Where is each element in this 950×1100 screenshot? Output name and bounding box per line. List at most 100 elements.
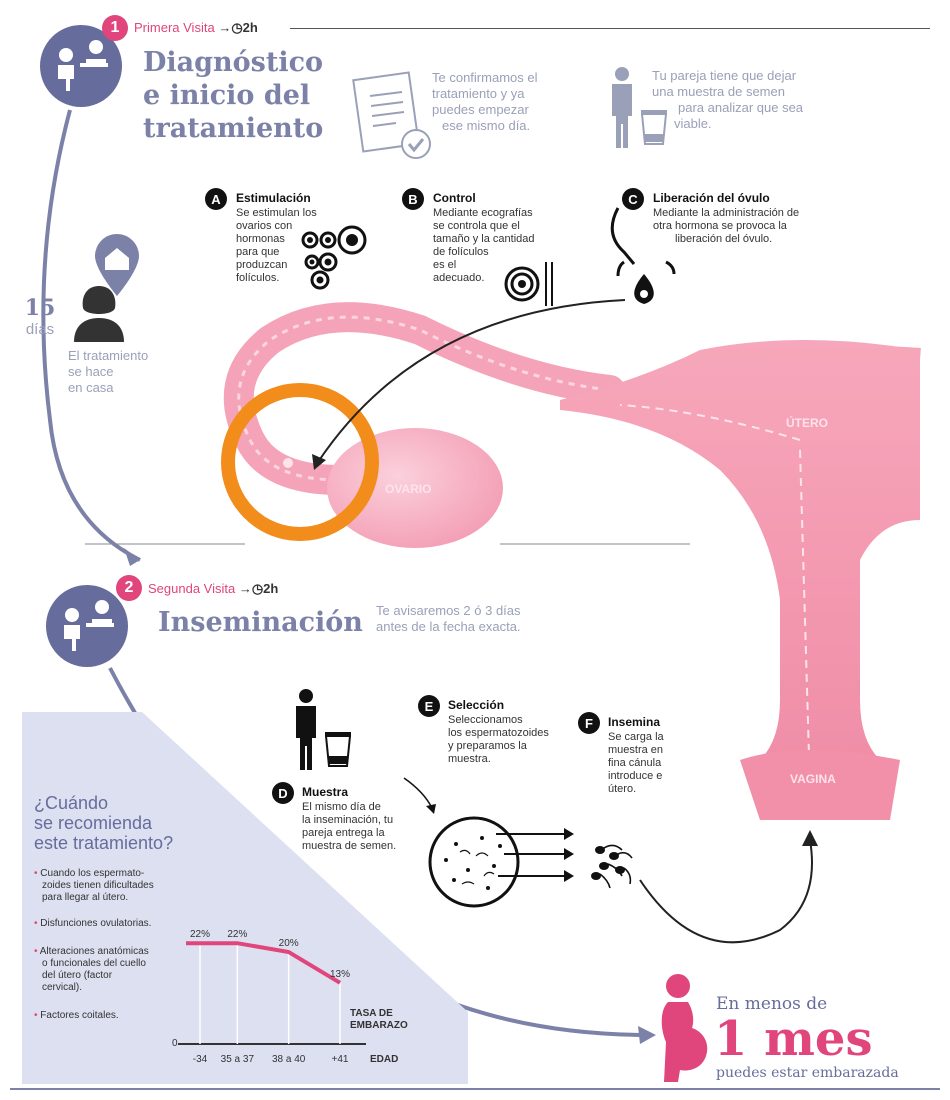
c-line: otra hormona se provoca la xyxy=(653,220,787,232)
a-line: para que xyxy=(236,246,280,258)
a-line: folículos. xyxy=(236,272,280,284)
chart-series-line xyxy=(186,941,342,985)
step-e-title: Selección xyxy=(448,698,505,712)
f-line: muestra en xyxy=(608,744,664,756)
step-b-title: Control xyxy=(433,191,476,205)
d-line: la inseminación, tu xyxy=(302,814,394,826)
partner-line-4: viable. xyxy=(674,116,712,131)
visit1-number-badge: 1 xyxy=(102,15,128,41)
chart-category-label: +41 xyxy=(332,1054,349,1065)
visit2-time: →◷2h xyxy=(238,581,279,596)
rec-item-3: • Alteraciones anatómicas o funcionales … xyxy=(34,946,184,994)
chart-category-label: -34 xyxy=(193,1054,208,1065)
e-line: muestra. xyxy=(448,753,491,765)
visit2-label-text: Segunda Visita xyxy=(148,581,236,596)
a-line: ovarios con xyxy=(236,220,293,232)
note-line-1: Te avisaremos 2 ó 3 días xyxy=(376,603,521,618)
days-label: días xyxy=(25,321,55,338)
home-line-2: se hace xyxy=(68,364,114,379)
c-line: liberación del óvulo. xyxy=(675,233,773,245)
step-a-body: Se estimulan los ovarios con hormonas pa… xyxy=(236,207,317,285)
step-c-body: Mediante la administración de otra hormo… xyxy=(653,207,799,246)
e-line: y preparamos la xyxy=(448,740,527,752)
step-a-badge: A xyxy=(205,188,227,210)
step-e-body: Seleccionamos los espermatozoides y prep… xyxy=(448,714,549,766)
pregnant-woman-icon xyxy=(661,974,708,1082)
visit1-title: Diagnóstico e inicio del tratamiento xyxy=(143,46,323,145)
rec-1-line: para llegar al útero. xyxy=(42,892,129,903)
step-d-badge: D xyxy=(272,782,294,804)
f-line: fina cánula xyxy=(608,757,662,769)
d-line: pareja entrega la xyxy=(302,827,385,839)
d-line: El mismo día de xyxy=(302,801,381,813)
c-line: Mediante la administración de xyxy=(653,207,800,219)
doctor-visit-2-icon xyxy=(46,585,128,667)
step-a-title: Estimulación xyxy=(236,191,311,205)
chart-value-label: 13% xyxy=(330,969,350,980)
a-line: hormonas xyxy=(236,233,285,245)
uterus-label: ÚTERO xyxy=(786,416,828,430)
b-line: tamaño y la cantidad xyxy=(433,233,535,245)
rec-item-1: • Cuando los espermato- zoides tienen di… xyxy=(34,868,184,904)
home-pin-icon xyxy=(95,234,139,296)
visit2-label: Segunda Visita →◷2h xyxy=(148,581,278,597)
f-line: introduce e xyxy=(608,770,663,782)
b-line: de folículos xyxy=(433,246,489,258)
step-e-badge: E xyxy=(418,695,440,717)
rec-3-line: del útero (factor xyxy=(42,970,113,981)
man-sample-icon xyxy=(612,67,668,148)
rec-title-2: se recomienda xyxy=(34,813,153,833)
f-line: útero. xyxy=(608,783,637,795)
rec-title-3: este tratamiento? xyxy=(34,833,174,853)
partner-line-2: una muestra de semen xyxy=(652,84,785,99)
step-f-badge: F xyxy=(578,712,600,734)
vagina-label: VAGINA xyxy=(790,772,836,786)
e-line: Seleccionamos xyxy=(448,714,523,726)
follicles-icon xyxy=(301,225,367,290)
b-line: se controla que el xyxy=(433,220,520,232)
recommend-list: • Cuando los espermato- zoides tienen di… xyxy=(34,868,184,1022)
f-line: Se carga la xyxy=(608,731,664,743)
chart-y-origin: 0 xyxy=(172,1038,178,1049)
confirm-text: Te confirmamos el tratamiento y ya puede… xyxy=(432,70,537,134)
a-line: Se estimulan los xyxy=(236,207,317,219)
days-number: 15 xyxy=(24,295,56,321)
b-line: es el xyxy=(433,259,457,271)
a-line: produzcan xyxy=(236,259,288,271)
step-d-body: El mismo día de la inseminación, tu pare… xyxy=(302,801,396,853)
visit2-note: Te avisaremos 2 ó 3 días antes de la fec… xyxy=(376,603,521,635)
partner-text: Tu pareja tiene que dejar una muestra de… xyxy=(652,68,803,132)
confirm-line-2: tratamiento y ya xyxy=(432,86,525,101)
title-line-3: tratamiento xyxy=(143,113,324,144)
d-line: muestra de semen. xyxy=(302,840,397,852)
confirm-line-4: ese mismo día. xyxy=(442,118,531,133)
man-cup-icon xyxy=(296,689,352,770)
step-c-badge: C xyxy=(622,188,644,210)
home-line-1: El tratamiento xyxy=(68,348,149,363)
document-check-icon xyxy=(352,71,431,159)
bottom-rule xyxy=(10,1088,940,1090)
step-f-body: Se carga la muestra en fina cánula intro… xyxy=(608,731,664,796)
e-line: los espermatozoides xyxy=(448,727,549,739)
sperm-selection-icon xyxy=(403,777,574,908)
step-b-badge: B xyxy=(402,188,424,210)
home-text: El tratamiento se hace en casa xyxy=(68,348,148,396)
chart-ylabel: EMBARAZO xyxy=(350,1020,408,1031)
rec-item-2: • Disfunciones ovulatorias. xyxy=(34,918,152,929)
step-d-title: Muestra xyxy=(302,785,349,799)
confirm-line-3: puedes empezar xyxy=(432,102,529,117)
rec-4-line: Factores coitales. xyxy=(40,1010,119,1021)
chart-ylabel: TASA DE xyxy=(350,1008,393,1019)
woman-icon xyxy=(74,286,124,342)
partner-line-3: para analizar que sea xyxy=(678,100,804,115)
b-line: adecuado. xyxy=(433,272,485,284)
chart-xlabel: EDAD xyxy=(370,1054,398,1065)
note-line-2: antes de la fecha exacta. xyxy=(376,619,521,634)
rec-3-line: Alteraciones anatómicas xyxy=(39,946,149,957)
home-line-3: en casa xyxy=(68,380,114,395)
b-line: Mediante ecografías xyxy=(433,207,533,219)
rec-1-line: Cuando los espermato- xyxy=(40,868,145,879)
title-line-2: e inicio del xyxy=(143,80,311,111)
